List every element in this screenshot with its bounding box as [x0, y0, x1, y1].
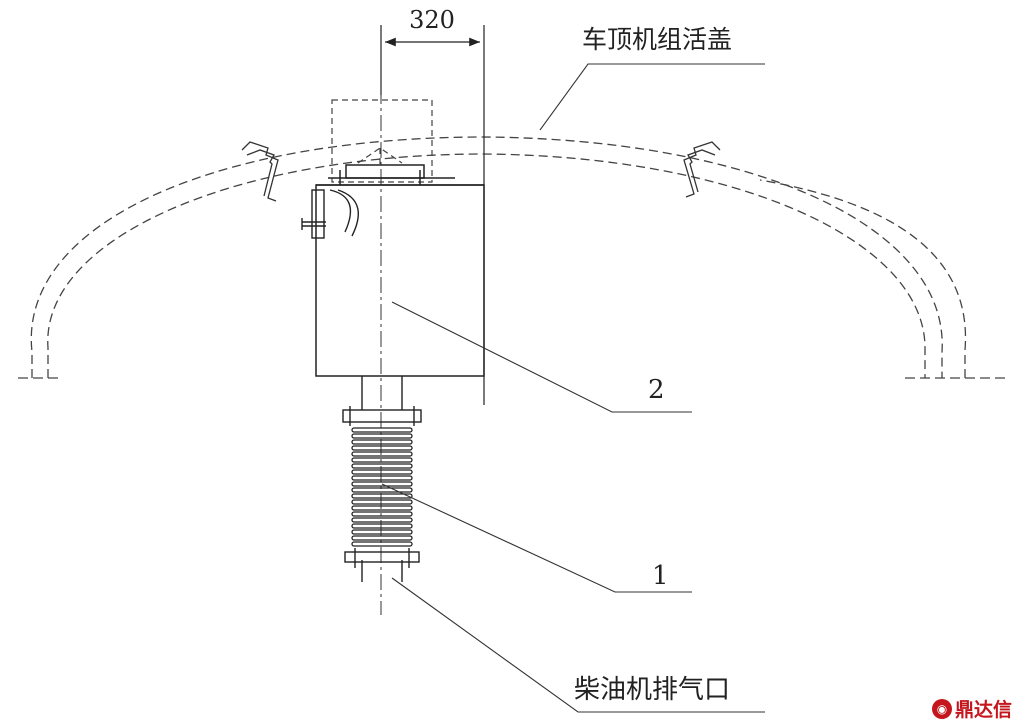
bellows-ring [351, 493, 413, 499]
bellows-ring [351, 457, 413, 463]
watermark: ◉ 鼎达信 [931, 695, 1012, 722]
bellows-ring [351, 517, 413, 523]
watermark-text: 鼎达信 [954, 699, 1012, 721]
bellows-ring [351, 535, 413, 541]
left-roof-bracket [241, 141, 279, 202]
bellows-ring [351, 541, 413, 547]
bellows-ring [351, 487, 413, 493]
exhaust-outlet-label: 柴油机排气口 [574, 675, 730, 705]
bellows-ring [351, 463, 413, 469]
right-roof-bracket [683, 141, 721, 198]
dimension-label: 320 [409, 6, 455, 34]
roof-cover-outline [30, 136, 967, 378]
bellows-ring [351, 469, 413, 475]
cover-outline-dashed [331, 99, 433, 183]
bellows-ring [351, 475, 413, 481]
bellows [351, 427, 413, 547]
part-2-label: 2 [648, 375, 665, 405]
exhaust-pipe [342, 376, 422, 582]
bellows-ring [351, 451, 413, 457]
bellows-ring [351, 427, 413, 433]
bellows-ring [351, 433, 413, 439]
bellows-ring [351, 499, 413, 505]
bellows-ring [351, 445, 413, 451]
bellows-ring [351, 511, 413, 517]
bellows-ring [351, 481, 413, 487]
part-1-label: 1 [652, 561, 669, 591]
bellows-ring [351, 439, 413, 445]
dimension-320 [380, 25, 485, 405]
bellows-ring [351, 505, 413, 511]
silencer-body [315, 164, 485, 377]
roof-cover-label: 车顶机组活盖 [582, 25, 732, 54]
silencer-side-pipe [301, 189, 359, 239]
bellows-ring [351, 529, 413, 535]
dingdaxin-logo-icon: ◉ [931, 698, 952, 719]
leader-lines [381, 63, 765, 713]
bellows-ring [351, 523, 413, 529]
